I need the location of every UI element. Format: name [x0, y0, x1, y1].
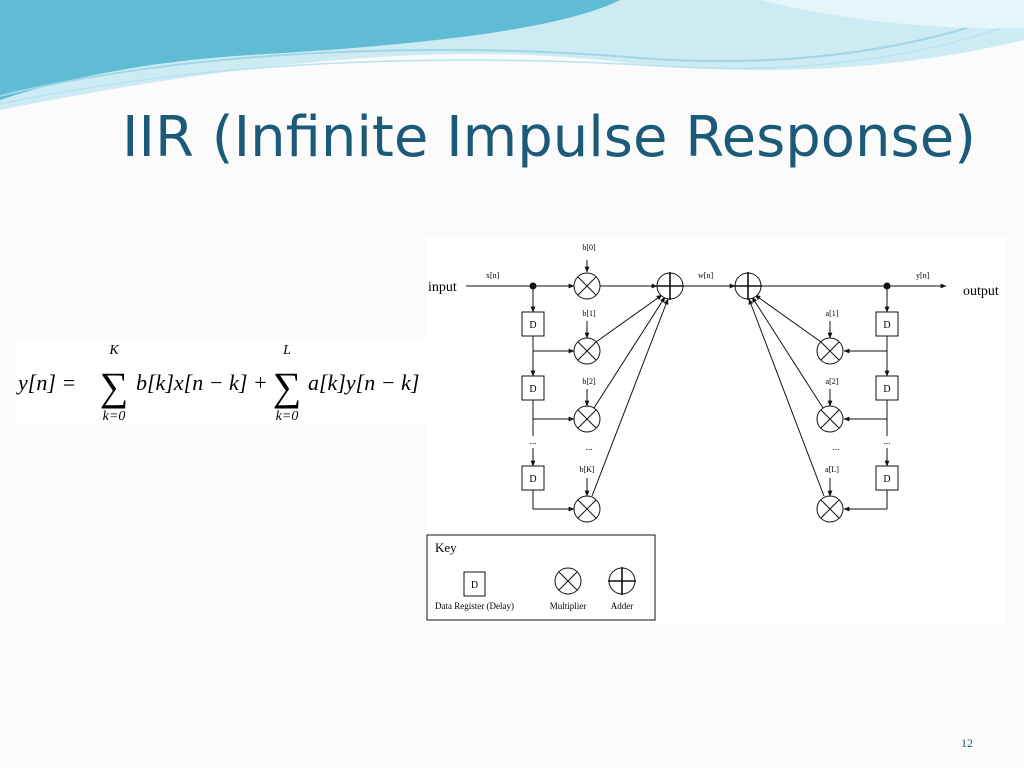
- signal-w-label: w[n]: [698, 271, 713, 280]
- delay-register-left-2: D: [521, 375, 545, 401]
- key-adder-symbol: [608, 567, 636, 595]
- svg-text:D: D: [529, 474, 536, 485]
- coef-b0: b[0]: [582, 243, 596, 252]
- iir-block-diagram: D D D D D D input output x[n] w[n] y[n] …: [426, 238, 1006, 623]
- diagram-key: Key D Data Register (Delay) Multiplier A…: [426, 534, 656, 621]
- key-delay-desc: Data Register (Delay): [435, 601, 514, 611]
- multiplier-a2: [816, 405, 844, 433]
- svg-text:D: D: [883, 474, 890, 485]
- adder-feedback: [734, 272, 762, 300]
- delay-register-right-2: D: [875, 375, 899, 401]
- ellipsis-b-coefs: ...: [586, 442, 593, 452]
- sum1-sigma: ∑: [100, 364, 129, 409]
- multiplier-b0: [573, 272, 601, 300]
- multiplier-b1: [573, 337, 601, 365]
- page-number: 12: [961, 736, 973, 750]
- sum2-upper: L: [282, 343, 291, 358]
- svg-text:D: D: [529, 384, 536, 395]
- multiplier-b2: [573, 405, 601, 433]
- delay-register-left-k: D: [521, 465, 545, 491]
- delay-register-left-1: D: [521, 311, 545, 337]
- svg-text:D: D: [883, 320, 890, 331]
- multiplier-al: [816, 495, 844, 523]
- formula-term2: a[k]y[n − k]: [308, 370, 419, 395]
- key-delay-symbol: [463, 571, 486, 597]
- ellipsis-a-coefs: ...: [833, 442, 840, 452]
- header-wave-decoration: [0, 0, 1024, 110]
- coef-bk: b[K]: [579, 465, 594, 474]
- multiplier-a1: [816, 337, 844, 365]
- delay-register-right-l: D: [875, 465, 899, 491]
- formula-term1: b[k]x[n − k] +: [136, 370, 268, 395]
- adder-feedforward: [656, 272, 684, 300]
- input-label: input: [428, 280, 457, 295]
- signal-y-label: y[n]: [916, 271, 930, 280]
- svg-text:D: D: [471, 580, 478, 591]
- input-junction-dot: [529, 282, 537, 290]
- sum1-upper: K: [108, 343, 119, 358]
- coef-b2: b[2]: [582, 377, 596, 386]
- sum2-lower: k=0: [276, 409, 299, 424]
- key-title: Key: [435, 540, 457, 555]
- multiplier-bk: [573, 495, 601, 523]
- key-multiplier-desc: Multiplier: [550, 601, 587, 611]
- svg-text:D: D: [883, 384, 890, 395]
- output-junction-dot: [883, 282, 891, 290]
- sum2-sigma: ∑: [273, 364, 302, 409]
- slide-title: IIR (Infinite Impulse Response): [122, 105, 977, 170]
- ellipsis-left-chain: ...: [530, 436, 537, 446]
- output-label: output: [963, 284, 999, 299]
- ellipsis-right-chain: ...: [884, 436, 891, 446]
- coef-a1: a[1]: [826, 309, 839, 318]
- difference-equation: y[n] = K ∑ k=0 b[k]x[n − k] + L ∑ k=0 a[…: [16, 340, 428, 424]
- coef-al: a[L]: [825, 465, 839, 474]
- signal-x-label: x[n]: [486, 271, 500, 280]
- coef-b1: b[1]: [582, 309, 596, 318]
- sum1-lower: k=0: [103, 409, 126, 424]
- svg-text:D: D: [529, 320, 536, 331]
- key-multiplier-symbol: [554, 567, 582, 595]
- coef-a2: a[2]: [826, 377, 839, 386]
- delay-register-right-1: D: [875, 311, 899, 337]
- formula-lhs: y[n] =: [16, 370, 76, 395]
- key-adder-desc: Adder: [611, 601, 634, 611]
